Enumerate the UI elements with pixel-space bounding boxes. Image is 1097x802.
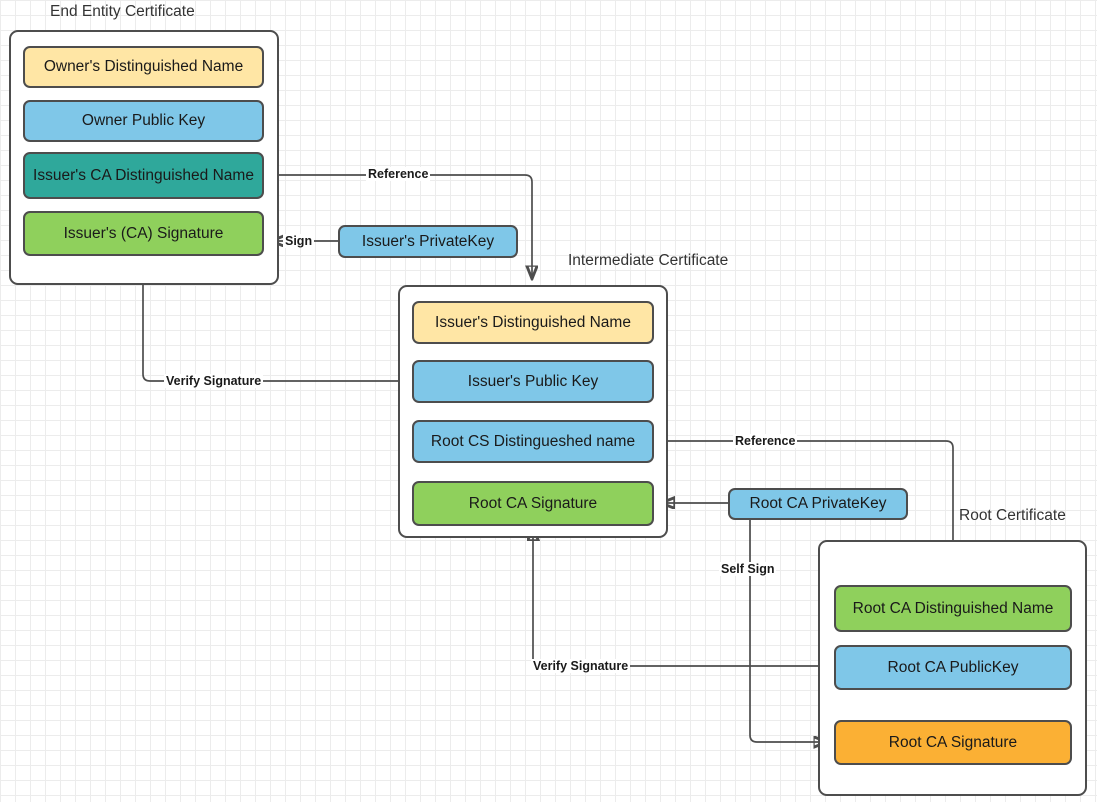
field-label: Root CS Distingueshed name — [430, 432, 636, 450]
wire-verify-signature-2 — [533, 528, 834, 667]
edge-label-verify-signature-1: Verify Signature — [164, 374, 264, 388]
root-ca-public-key[interactable]: Root CA PublicKey — [834, 645, 1072, 690]
issuer-private-key-box[interactable]: Issuer's PrivateKey — [338, 225, 518, 258]
root-ca-distinguished-name[interactable]: Root CA Distinguished Name — [834, 585, 1072, 632]
intermediate-issuer-public-key[interactable]: Issuer's Public Key — [412, 360, 654, 403]
wire-verify-signature-1 — [143, 270, 412, 382]
field-label: Root CA PublicKey — [887, 658, 1019, 676]
field-label: Issuer's CA Distinguished Name — [33, 166, 254, 184]
end-entity-certificate-title: End Entity Certificate — [50, 3, 195, 20]
end-entity-issuer-ca-signature[interactable]: Issuer's (CA) Signature — [23, 211, 264, 256]
edge-label-self-sign: Self Sign — [719, 562, 777, 576]
edge-label-reference-2: Reference — [733, 434, 798, 448]
field-label: Root CA Signature — [468, 494, 598, 512]
field-label: Root CA Signature — [888, 733, 1018, 751]
field-label: Issuer's Public Key — [467, 372, 599, 390]
field-label: Owner Public Key — [81, 112, 206, 130]
field-label: Owner's Distinguished Name — [43, 58, 244, 76]
edge-label-reference-1: Reference — [366, 167, 431, 181]
end-entity-owner-distinguished-name[interactable]: Owner's Distinguished Name — [23, 46, 264, 88]
edge-label-sign: Sign — [283, 234, 315, 248]
wire-self-sign — [749, 520, 826, 742]
intermediate-issuer-distinguished-name[interactable]: Issuer's Distinguished Name — [412, 301, 654, 344]
edge-label-verify-signature-2: Verify Signature — [531, 659, 631, 673]
end-entity-issuer-ca-distinguished-name[interactable]: Issuer's CA Distinguished Name — [23, 152, 264, 199]
intermediate-root-cs-distinguished-name[interactable]: Root CS Distingueshed name — [412, 420, 654, 463]
end-entity-owner-public-key[interactable]: Owner Public Key — [23, 100, 264, 142]
root-certificate-title: Root Certificate — [959, 507, 1066, 524]
field-label: Root CA Distinguished Name — [852, 599, 1054, 617]
field-label: Issuer's Distinguished Name — [435, 313, 631, 331]
intermediate-certificate-title: Intermediate Certificate — [568, 252, 729, 269]
field-label: Issuer's (CA) Signature — [63, 224, 224, 242]
key-label: Issuer's PrivateKey — [361, 232, 495, 250]
intermediate-root-ca-signature[interactable]: Root CA Signature — [412, 481, 654, 526]
root-ca-private-key-box[interactable]: Root CA PrivateKey — [728, 488, 908, 520]
root-ca-signature[interactable]: Root CA Signature — [834, 720, 1072, 765]
key-label: Root CA PrivateKey — [749, 495, 887, 512]
